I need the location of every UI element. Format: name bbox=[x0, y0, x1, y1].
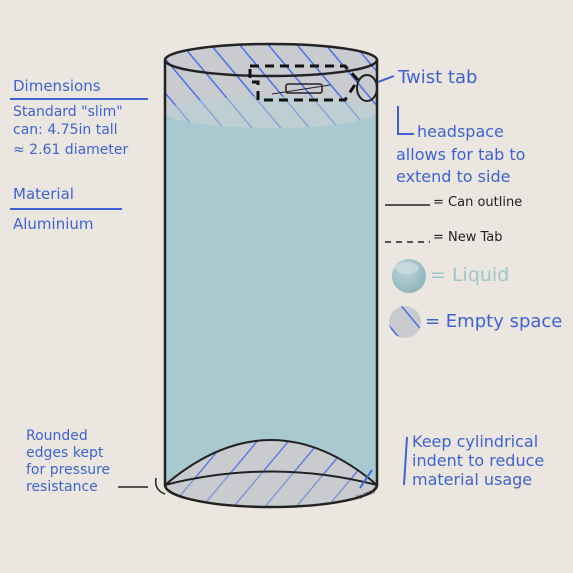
dimensions-line-2: can: 4.75in tall bbox=[13, 122, 118, 138]
material-underline bbox=[10, 208, 122, 210]
headspace-bracket bbox=[397, 106, 414, 135]
legend-new-tab-label: = New Tab bbox=[433, 230, 503, 245]
twist-tab-label: Twist tab bbox=[398, 67, 478, 88]
legend-liquid-label: = Liquid bbox=[430, 264, 510, 286]
bottom-indent bbox=[165, 440, 377, 507]
liquid-surface bbox=[165, 96, 377, 128]
rounded-line-4: resistance bbox=[26, 479, 98, 495]
dimensions-line-1: Standard "slim" bbox=[13, 104, 123, 120]
legend-empty-space-label: = Empty space bbox=[425, 311, 563, 332]
rounded-edge-leader bbox=[118, 477, 166, 495]
headspace-line-2: allows for tab to bbox=[396, 145, 526, 164]
dimensions-line-3: ≈ 2.61 diameter bbox=[13, 142, 129, 158]
bottom-indent-lower bbox=[165, 470, 377, 507]
material-title: Material bbox=[13, 185, 74, 203]
rounded-line-1: Rounded bbox=[26, 428, 88, 444]
indent-line-3: material usage bbox=[412, 470, 533, 489]
dimensions-underline bbox=[10, 98, 148, 100]
rounded-line-3: for pressure bbox=[26, 462, 111, 478]
rounded-line-2: edges kept bbox=[26, 445, 104, 461]
indent-line-1: Keep cylindrical bbox=[412, 432, 539, 451]
headspace-line-1: headspace bbox=[417, 122, 504, 141]
indent-bracket bbox=[359, 436, 408, 489]
tab-pointer-circle bbox=[356, 74, 378, 102]
new-tab-outline bbox=[248, 64, 360, 102]
tab-rivet bbox=[285, 83, 323, 94]
material-value: Aluminium bbox=[13, 215, 94, 233]
liquid-region bbox=[165, 112, 377, 507]
can-bottom-rim bbox=[163, 484, 379, 509]
headspace-line-3: extend to side bbox=[396, 167, 511, 186]
indent-line-2: indent to reduce bbox=[412, 451, 545, 470]
indent-rim-curve bbox=[164, 470, 378, 486]
legend-empty-space-swatch bbox=[389, 306, 421, 338]
dimensions-title: Dimensions bbox=[13, 77, 101, 95]
can-top-face bbox=[163, 42, 379, 78]
indent-curve bbox=[164, 439, 378, 486]
legend-can-outline-label: = Can outline bbox=[433, 195, 523, 210]
